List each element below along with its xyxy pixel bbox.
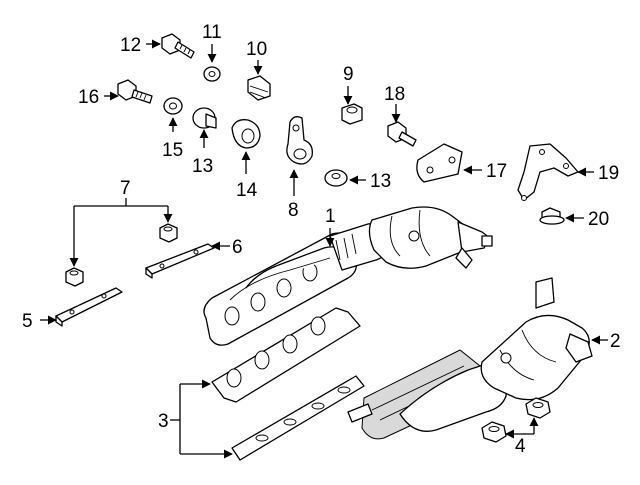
callout-20: 20 [588,209,609,230]
plate-6 [145,243,215,279]
bolt-18 [387,121,417,147]
bracket-8 [286,116,313,165]
callout-7: 7 [120,178,131,199]
sleeve-10 [247,75,271,101]
callout-10: 10 [246,39,267,60]
callout-13-right: 13 [370,171,391,192]
callout-19: 19 [598,163,619,184]
mount-14 [231,119,261,149]
bracket-19 [517,143,579,201]
leader-lines [40,39,608,459]
callout-12: 12 [120,35,141,56]
nut-4-lower [481,421,507,443]
bolt-16 [117,79,153,104]
bolt-12 [161,33,195,59]
nut-7-right [159,223,178,243]
callout-1: 1 [325,206,336,227]
callout-4: 4 [515,436,526,457]
nut-4-upper [525,397,551,419]
bracket-17 [416,143,463,183]
washer-11 [203,66,221,82]
spacer-9 [341,103,363,125]
callout-11: 11 [202,22,222,43]
washer-15 [163,97,183,115]
callout-17: 17 [486,161,507,182]
gasket-3-lower [231,375,365,461]
grommet-13-right [324,169,348,187]
callout-18: 18 [384,84,405,105]
callout-labels: 12 11 10 16 15 13 14 9 18 8 13 17 19 20 … [22,22,621,457]
gasket-3-upper [211,307,361,403]
callout-14: 14 [236,180,258,201]
callout-9: 9 [343,64,354,85]
callout-13-left: 13 [192,156,213,177]
callout-3: 3 [158,411,169,432]
nut-7-left [65,267,84,287]
bolt-20 [539,207,565,225]
callout-2: 2 [610,331,621,352]
grommet-13-left [192,107,217,129]
plate-5 [55,287,123,327]
exhaust-manifold-2 [347,277,593,440]
callout-15: 15 [162,140,183,161]
exhaust-manifold-1 [203,206,493,346]
callout-5: 5 [22,311,33,332]
callout-16: 16 [78,87,99,108]
callout-8: 8 [288,200,299,221]
callout-6: 6 [232,237,243,258]
